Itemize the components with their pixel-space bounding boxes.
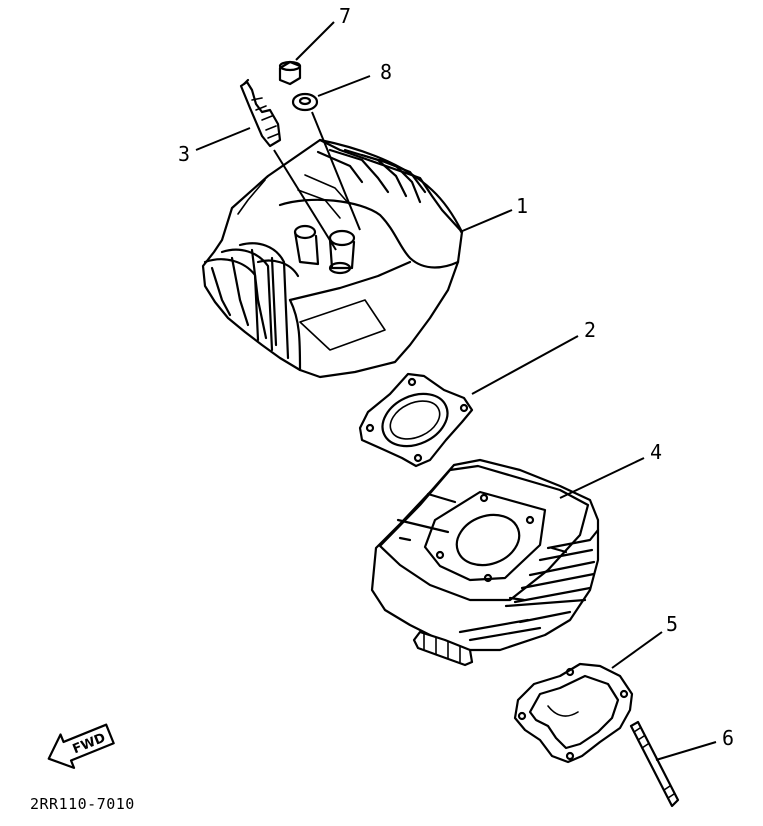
callout-2: 2 — [583, 318, 597, 342]
washer-part — [291, 92, 319, 112]
callout-8: 8 — [379, 60, 393, 84]
leader-6 — [655, 741, 717, 761]
cap-nut-part — [278, 60, 302, 86]
spark-plug-part — [239, 78, 282, 148]
leader-3 — [195, 127, 251, 151]
callout-5: 5 — [665, 612, 679, 636]
head-gasket-part — [358, 372, 474, 468]
leader-8 — [317, 75, 371, 97]
leader-2 — [471, 335, 579, 395]
leader-3-shaft — [273, 149, 337, 251]
callout-3: 3 — [177, 142, 191, 166]
callout-4: 4 — [649, 440, 663, 464]
callout-7: 7 — [338, 4, 352, 28]
leader-4 — [559, 457, 645, 499]
leader-5 — [611, 631, 663, 669]
stud-bolt-part — [629, 720, 680, 808]
fwd-arrow-icon: FWD — [47, 723, 115, 769]
leader-lines — [195, 21, 717, 761]
drawing-code: 2RR110-7010 — [30, 795, 135, 813]
leader-8-shaft — [311, 111, 361, 231]
cylinder-part — [370, 458, 600, 667]
cylinder-head-part — [201, 138, 464, 379]
leader-1 — [459, 209, 513, 233]
callout-6: 6 — [721, 726, 735, 750]
base-gasket-part — [513, 662, 634, 764]
leader-7 — [295, 21, 335, 61]
callout-1: 1 — [515, 194, 529, 218]
